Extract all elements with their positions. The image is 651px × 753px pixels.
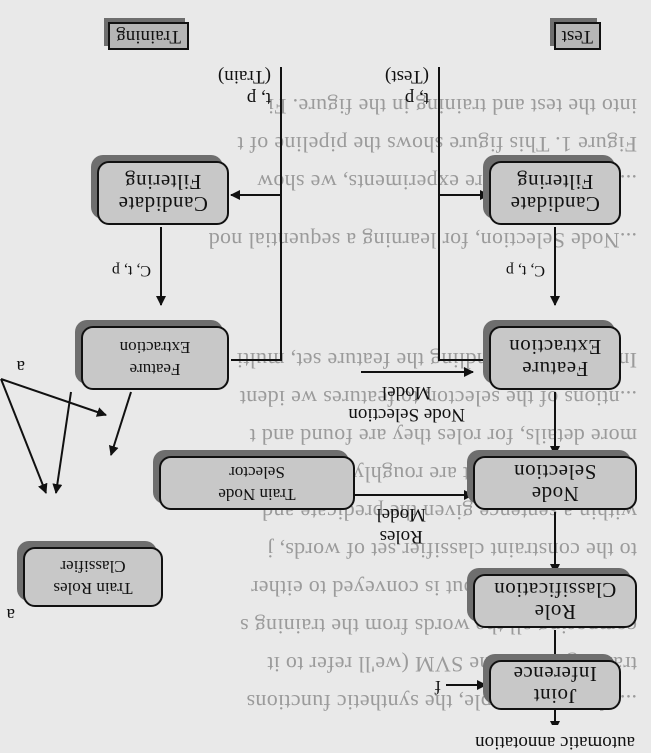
train-roles-classifier-box: Train Roles Classifier bbox=[23, 547, 163, 607]
box-line: Classification bbox=[493, 578, 617, 602]
box-line: Selection bbox=[513, 460, 597, 484]
train-input-top: t, p bbox=[246, 88, 271, 109]
train-input-label: t, p (Train) bbox=[218, 65, 271, 109]
test-input-label: t, p (Test) bbox=[385, 65, 429, 109]
box-line: Joint bbox=[533, 684, 577, 708]
box-line: Candidate bbox=[510, 192, 600, 216]
box-line: Extraction bbox=[508, 335, 602, 359]
arrow-train-a-node bbox=[0, 378, 107, 417]
test-tag: Test bbox=[553, 22, 601, 50]
test-input-top: t, p bbox=[404, 88, 429, 109]
box-line: Candidate bbox=[118, 192, 208, 216]
roles-model-label: Roles Model bbox=[376, 503, 426, 547]
train-node-selector-box: Train Node Selector bbox=[159, 456, 355, 510]
test-ctp-label: C, t, p bbox=[505, 262, 545, 279]
box-line: Role bbox=[534, 600, 576, 624]
train-ctp-label: C, t, p bbox=[111, 262, 151, 279]
box-line: Train Roles bbox=[53, 579, 133, 598]
box-line: Filtering bbox=[124, 170, 202, 194]
box-line: Inference bbox=[513, 662, 597, 686]
scanned-page: ...ed as an example, the synthetic funct… bbox=[0, 22, 637, 753]
box-line: Classifier bbox=[60, 557, 126, 576]
train-a-label-top: a bbox=[6, 604, 15, 625]
arrow-train-input-feature bbox=[231, 195, 282, 361]
box-line: Selector bbox=[229, 463, 285, 482]
arrow-test-input bbox=[438, 67, 490, 200]
test-input-bottom: (Test) bbox=[384, 66, 429, 87]
pipeline-figure: ...ed as an example, the synthetic funct… bbox=[0, 22, 637, 753]
roles-model-bottom: Model bbox=[376, 504, 426, 525]
test-feature-extraction-box: Feature Extraction bbox=[489, 326, 621, 390]
train-input-bottom: (Train) bbox=[217, 66, 271, 87]
box-line: Feature bbox=[129, 360, 181, 379]
arrow-test-input-feature bbox=[438, 195, 489, 361]
joint-input-label: f bbox=[434, 676, 441, 697]
box-line: Train Node bbox=[218, 485, 296, 504]
train-candidate-filtering-box: Candidate Filtering bbox=[97, 161, 229, 225]
test-node-selection-box: Node Selection bbox=[473, 456, 637, 510]
node-model-bottom: Model bbox=[381, 382, 432, 403]
test-role-classification-box: Role Classification bbox=[473, 574, 637, 628]
roles-model-top: Roles bbox=[379, 526, 423, 547]
node-model-label: Node Selection Model bbox=[348, 381, 465, 425]
train-feature-extraction-box: Feature Extraction bbox=[81, 326, 229, 390]
test-candidate-filtering-box: Candidate Filtering bbox=[489, 161, 621, 225]
training-tag: Training bbox=[108, 22, 189, 50]
arrow-train-feature-roles bbox=[52, 391, 72, 494]
box-line: Extraction bbox=[119, 338, 191, 357]
train-a-label-bottom: a bbox=[16, 356, 25, 377]
test-joint-inference-box: Joint Inference bbox=[489, 660, 621, 710]
arrow-train-feature-node bbox=[108, 391, 132, 456]
output-label: automatic annotation bbox=[475, 732, 635, 753]
node-model-top: Node Selection bbox=[348, 404, 465, 425]
arrow-train-a bbox=[0, 378, 48, 494]
box-line: Filtering bbox=[516, 170, 594, 194]
box-line: Feature bbox=[521, 357, 589, 381]
box-line: Node bbox=[531, 482, 579, 506]
